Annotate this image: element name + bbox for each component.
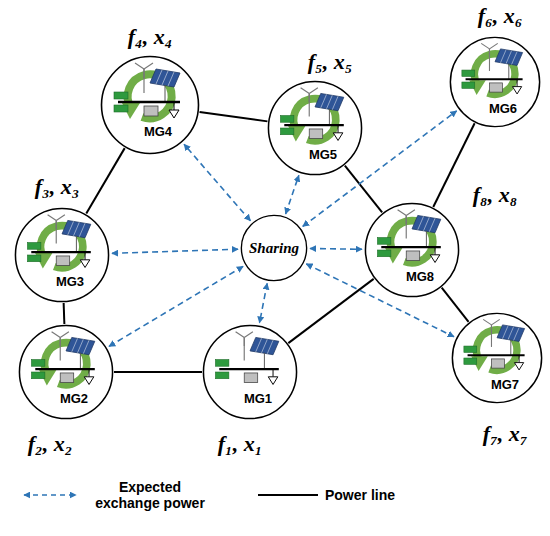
- objective-label: f₂, x₂: [28, 432, 73, 456]
- power-line: [442, 288, 469, 322]
- microgrid-name: MG3: [56, 275, 84, 289]
- microgrid-name: MG7: [491, 378, 519, 392]
- power-line: [63, 303, 66, 324]
- power-line: [86, 148, 124, 213]
- objective-label: f₁, x₁: [218, 432, 263, 456]
- power-line: [288, 279, 373, 343]
- exchange-arrow: [286, 175, 299, 214]
- power-line: [345, 166, 382, 213]
- microgrid-name: MG4: [144, 125, 172, 139]
- microgrid-circle: f₄, x₄MG4: [100, 55, 200, 155]
- power-line: [114, 371, 202, 373]
- microgrid-name: MG8: [406, 270, 434, 284]
- microgrid-circle: f₅, x₅MG5: [267, 80, 363, 176]
- microgrid-icon: [100, 55, 200, 155]
- sharing-circle: Sharing: [240, 214, 308, 282]
- objective-label: f₈, x₈: [473, 183, 518, 207]
- microgrid-circle: f₆, x₆MG6: [449, 36, 541, 128]
- objective-label: f₆, x₆: [478, 4, 523, 28]
- power-line: [433, 123, 474, 207]
- power-line: [200, 112, 268, 121]
- microgrid-circle: f₂, x₂MG2: [18, 324, 114, 420]
- exchange-arrow: [184, 144, 250, 221]
- microgrid-name: MG5: [309, 148, 337, 162]
- microgrid-name: MG2: [60, 392, 88, 406]
- legend-text: Expected exchange power: [85, 479, 215, 511]
- objective-label: f₄, x₄: [128, 25, 173, 49]
- exchange-arrow: [260, 283, 268, 323]
- microgrid-name: MG6: [489, 102, 517, 116]
- microgrid-circle: f₃, x₃MG3: [14, 207, 110, 303]
- microgrid-circle: f₁, x₁MG1: [202, 324, 298, 420]
- legend-text: Power line: [325, 487, 395, 503]
- microgrid-name: MG1: [244, 392, 272, 406]
- legend-dashed-arrow: [24, 494, 76, 496]
- objective-label: f₅, x₅: [308, 50, 353, 74]
- exchange-arrow: [310, 248, 362, 250]
- microgrid-circle: f₈, x₈MG8: [364, 202, 460, 298]
- microgrid-circle: f₇, x₇MG7: [451, 312, 543, 404]
- hub-label: Sharing: [249, 240, 299, 257]
- legend-solid-line: [258, 494, 318, 496]
- objective-label: f₇, x₇: [483, 422, 528, 446]
- objective-label: f₃, x₃: [35, 175, 80, 199]
- legend-samples: [0, 470, 550, 536]
- exchange-arrow: [112, 249, 238, 253]
